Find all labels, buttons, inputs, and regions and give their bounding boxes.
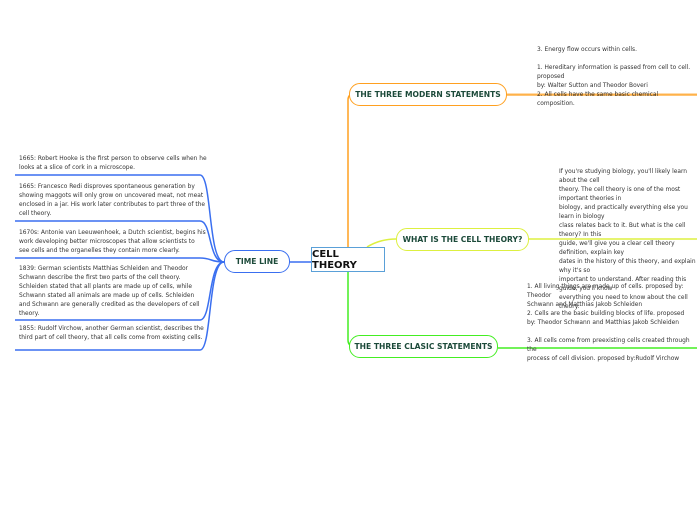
node-time-line[interactable]: TIME LINE (224, 250, 290, 273)
timeline-item: 1839: German scientists Matthias Schleid… (19, 266, 200, 317)
timeline-item: 1665: Francesco Redi disproves spontaneo… (19, 184, 206, 217)
modern-statements-text: 3. Energy flow occurs within cells. 1. H… (537, 47, 691, 107)
timeline-item: 1670s: Antonie van Leeuwenhoek, a Dutch … (19, 230, 206, 254)
timeline-item: 1855: Rudolf Virchow, another German sci… (19, 326, 204, 341)
what-is-text: If you're studying biology, you'll likel… (559, 169, 696, 310)
node-clasic-statements[interactable]: THE THREE CLASIC STATEMENTS (349, 335, 498, 358)
central-topic[interactable]: CELL THEORY (311, 247, 385, 272)
node-what-is-cell-theory[interactable]: WHAT IS THE CELL THEORY? (396, 228, 529, 251)
timeline-item: 1665: Robert Hooke is the first person t… (19, 156, 207, 171)
node-modern-statements[interactable]: THE THREE MODERN STATEMENTS (349, 83, 507, 106)
clasic-statements-text: 1. All living things are made up of cell… (527, 284, 690, 362)
